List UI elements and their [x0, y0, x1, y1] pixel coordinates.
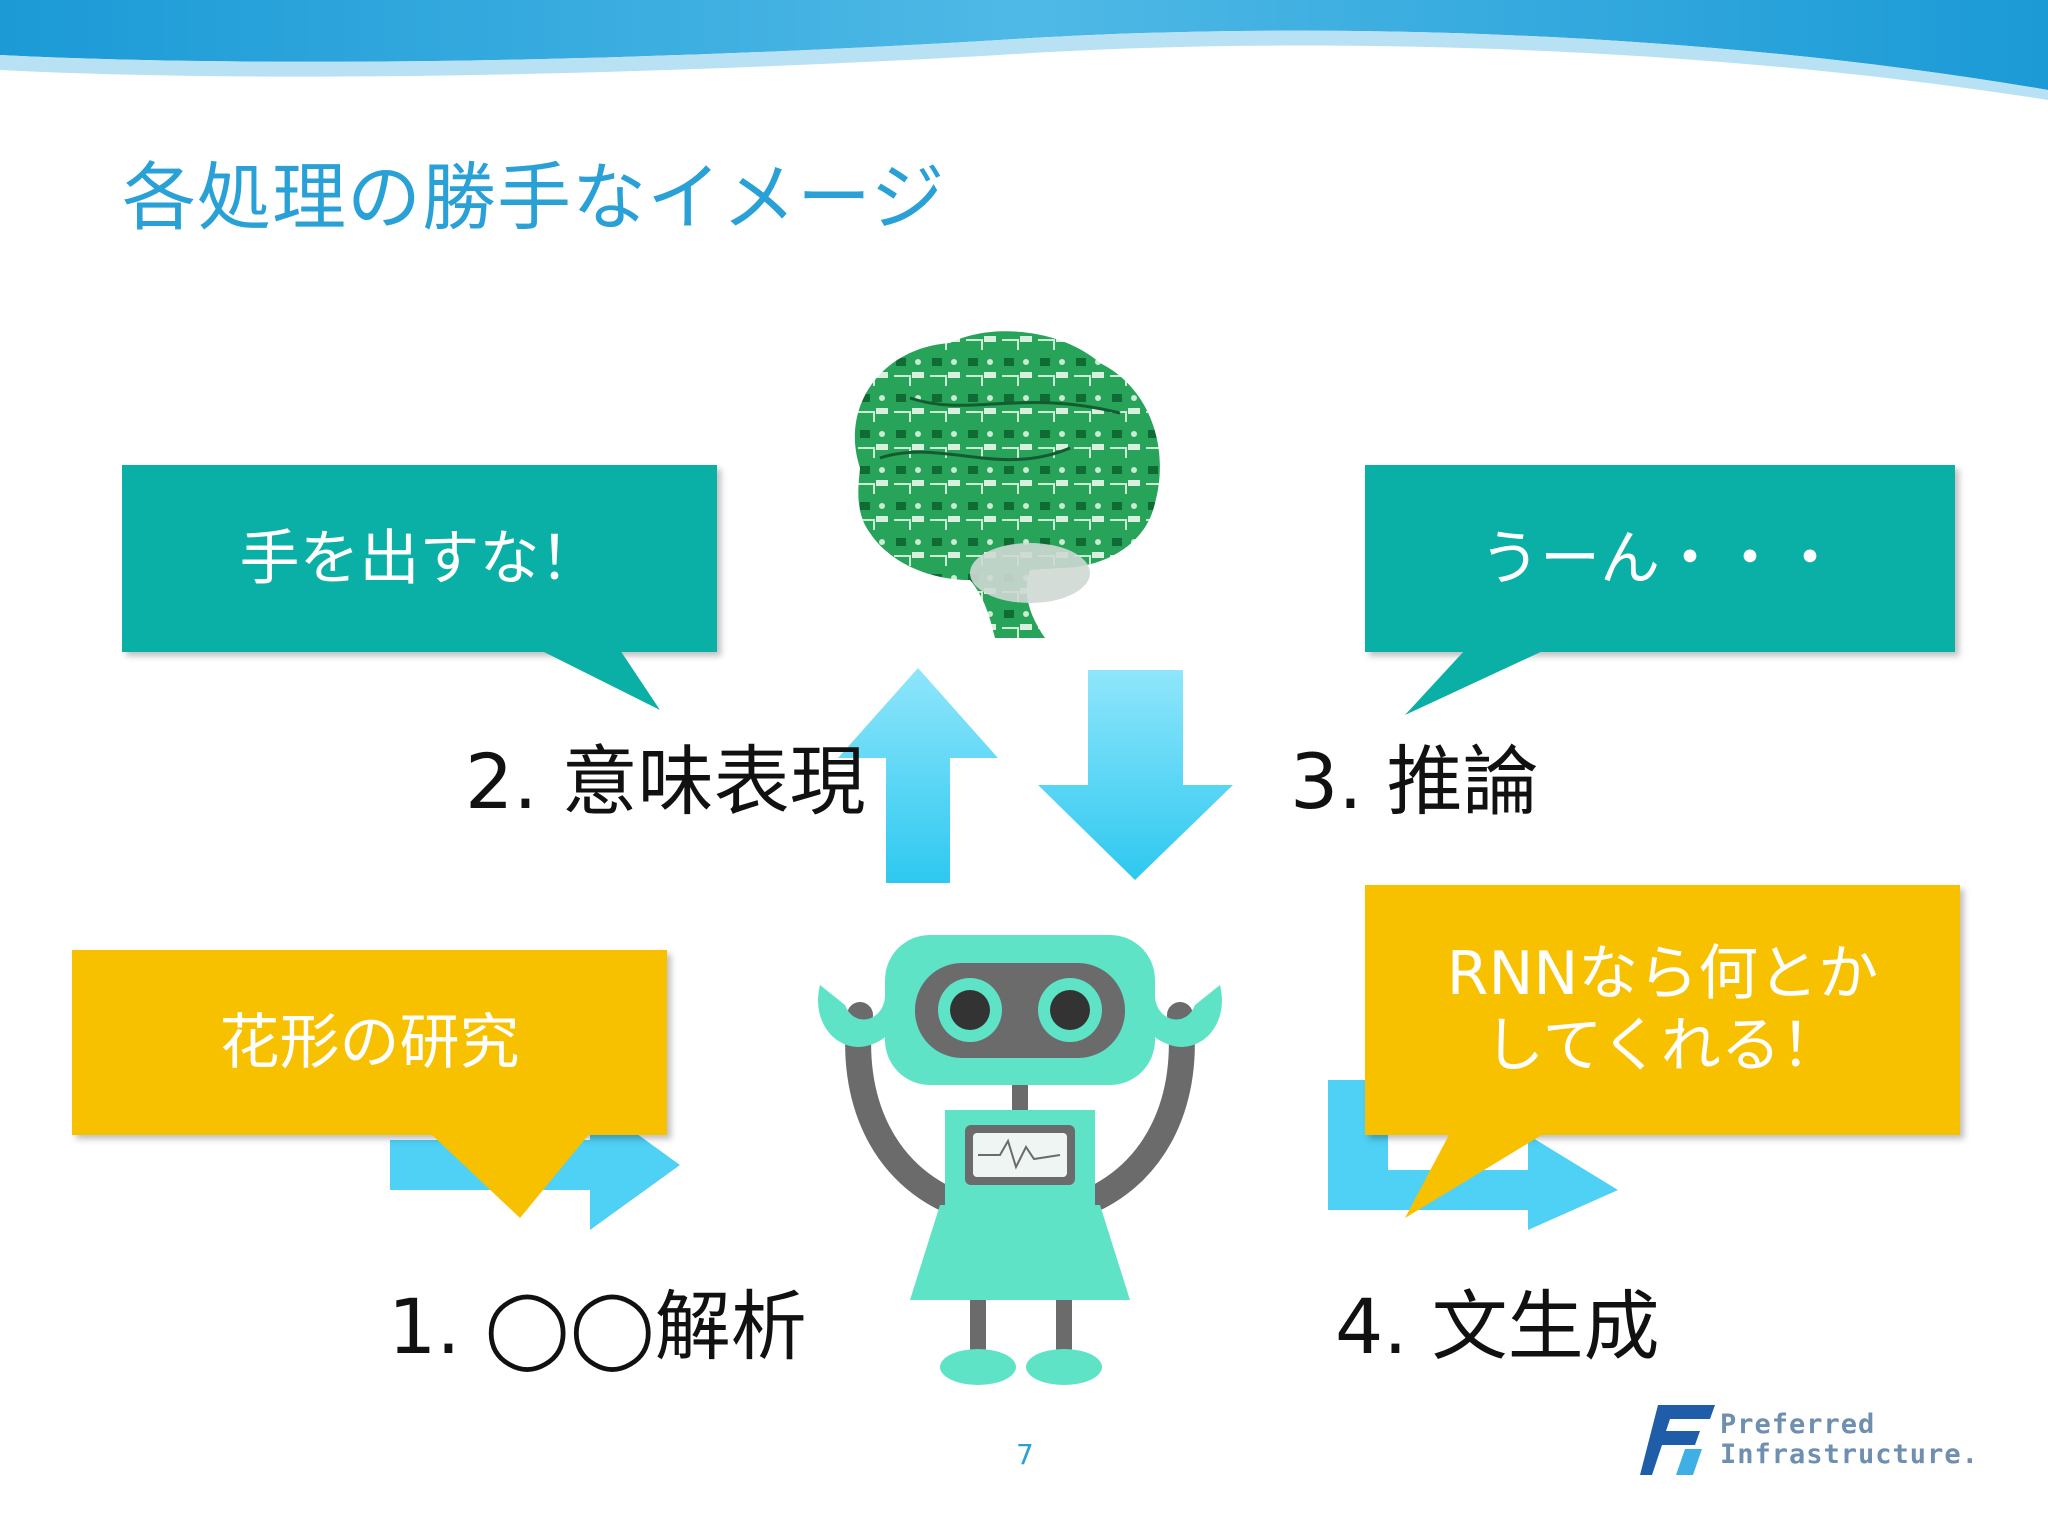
- step-1-label: 1. ◯◯解析: [388, 1282, 807, 1371]
- robot-icon: [818, 935, 1222, 1385]
- up-arrow-icon: [838, 668, 998, 883]
- step-3-label: 3. 推論: [1290, 737, 1539, 826]
- curved-arrow-icon: [1328, 1080, 1618, 1230]
- bubble-tail: [1405, 650, 1545, 715]
- bubble-tail: [1405, 1133, 1545, 1218]
- bubble-text: 花形の研究: [219, 1007, 520, 1078]
- company-logo-icon: [1640, 1405, 1715, 1475]
- brain-circuit-icon: [854, 331, 1160, 638]
- bubble-tail: [430, 1133, 590, 1218]
- speech-bubble-hmm: うーん・・・: [1365, 465, 1955, 652]
- slide-title: 各処理の勝手なイメージ: [122, 155, 946, 241]
- bubble-tail: [540, 650, 660, 710]
- step-2-label: 2. 意味表現: [465, 737, 866, 826]
- speech-bubble-rnn: RNNなら何とか してくれる！: [1365, 885, 1960, 1135]
- down-arrow-icon: [1038, 670, 1233, 880]
- logo-line-1: Preferred: [1720, 1409, 1876, 1440]
- bubble-text-line1: RNNなら何とか: [1446, 939, 1879, 1009]
- bubble-text-line2: してくれる！: [1484, 1011, 1841, 1081]
- logo-line-2: Infrastructure.: [1720, 1438, 1979, 1470]
- header-wave-decoration: [0, 0, 2048, 100]
- bubble-text: うーん・・・: [1480, 523, 1840, 594]
- page-number: 7: [1016, 1438, 1034, 1471]
- speech-bubble-star-research: 花形の研究: [72, 950, 667, 1135]
- speech-bubble-dont-interfere: 手を出すな！: [122, 465, 717, 652]
- step-4-label: 4. 文生成: [1335, 1282, 1660, 1371]
- bubble-text: 手を出すな！: [239, 523, 600, 594]
- company-logo-text: Preferred Infrastructure.: [1720, 1410, 1979, 1469]
